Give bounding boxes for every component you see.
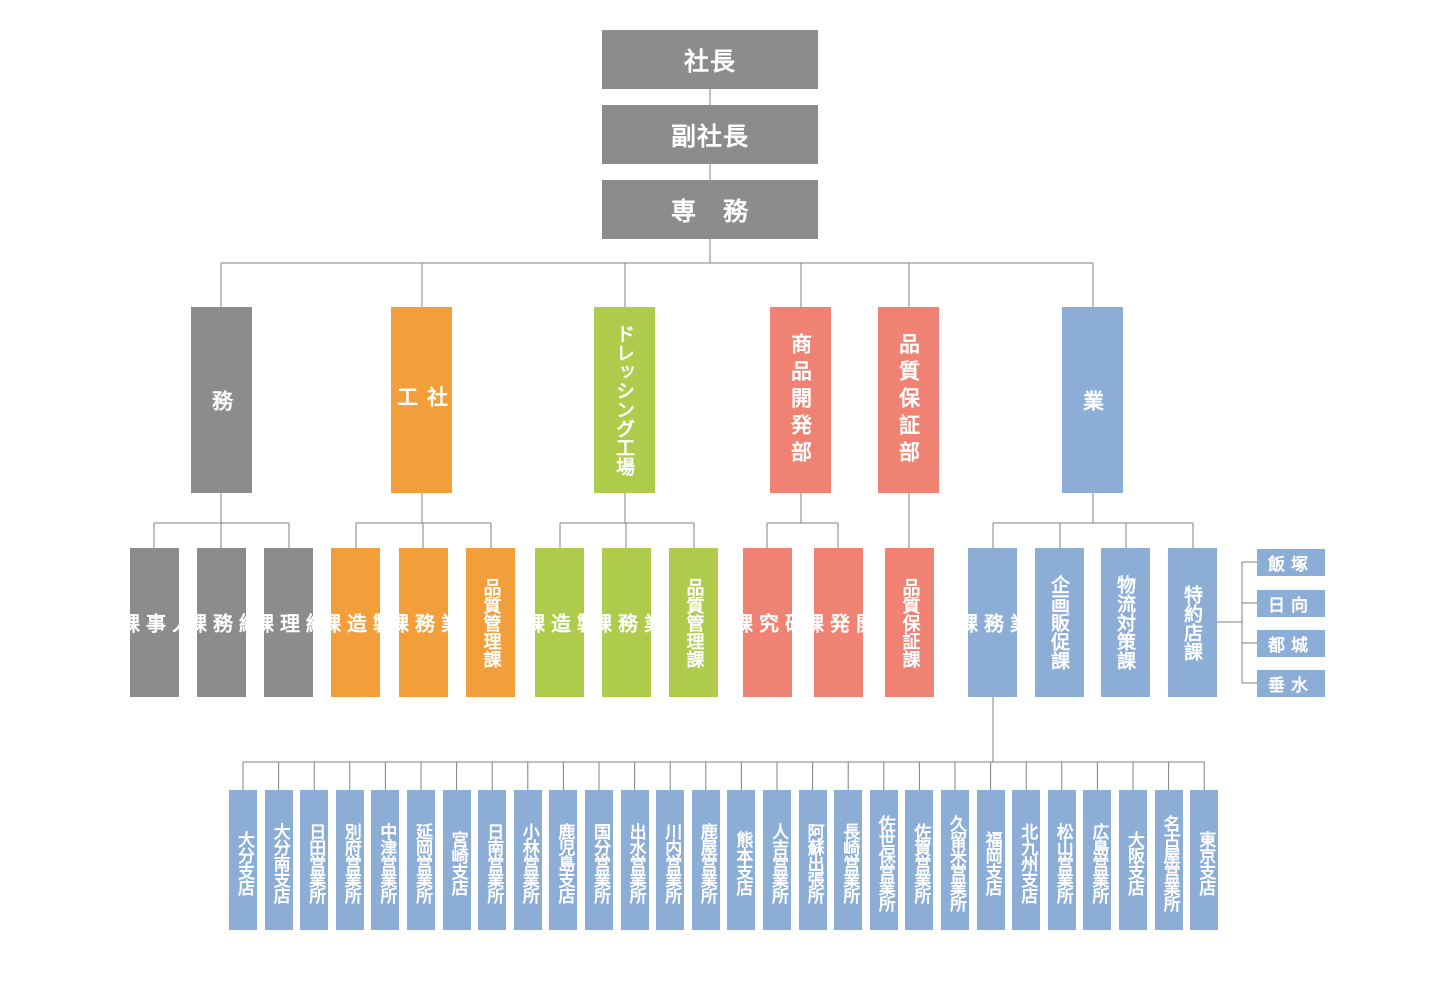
section-df-quality-control: 品質管理課 [669,548,718,697]
dealer-area-box: 日向 [1257,590,1325,617]
section-df-operations: 業 務 課 [589,548,665,697]
branch-box: 名古屋営業所 [1154,790,1183,930]
branch-box: 別府営業所 [335,790,364,930]
section-development: 開 発 課 [801,548,877,697]
dept-dressing-factory: ドレッシング工場 [594,307,655,493]
dealer-area-box: 垂水 [1257,670,1325,697]
branch-box: 大阪支店 [1119,790,1147,930]
section-accounting: 経 理 課 [251,548,327,697]
section-sales-planning: 企画販促課 [1035,548,1084,697]
section-research: 研 究 課 [730,548,806,697]
dealer-area-box: 都城 [1257,630,1325,657]
section-hf-quality-control: 品質管理課 [466,548,515,697]
section-hf-manufacturing: 製 造 課 [318,548,394,697]
dept-general-affairs: 総 務 部 [156,307,288,493]
section-df-manufacturing: 製 造 課 [522,548,598,697]
branch-box: 東京支店 [1190,790,1219,930]
branch-box: 小林営業所 [513,790,542,930]
branch-box: 大分南支店 [264,790,293,930]
branch-box: 熊本支店 [727,790,756,930]
president-box: 社長 [602,30,818,89]
section-quality-assurance: 品質保証課 [885,548,934,697]
dept-product-development: 商品開発部 [770,307,831,493]
branch-box: 鹿児島支店 [549,790,578,930]
branch-box: 宮崎支店 [442,790,471,930]
branch-box: 長崎営業所 [834,790,863,930]
branch-box: 鹿屋営業所 [691,790,720,930]
branch-box: 国分営業所 [585,790,613,930]
branch-box: 日南営業所 [478,790,507,930]
branch-box: 出水営業所 [620,790,649,930]
vice-president-box: 副社長 [602,105,818,164]
section-personnel: 人 事 課 [117,548,193,697]
branch-box: 佐賀営業所 [905,790,934,930]
section-general-affairs: 総 務 課 [184,548,260,697]
branch-box: 久留米営業所 [941,790,969,930]
dept-head-factory: 本 社 工 場 [365,307,479,493]
section-dealers: 特約店課 [1168,548,1217,697]
branch-box: 延岡営業所 [407,790,435,930]
branch-box: 佐世保営業所 [869,790,898,930]
branch-box: 北九州支店 [1012,790,1041,930]
branch-box: 広島営業所 [1083,790,1112,930]
section-hf-operations: 業 務 課 [386,548,462,697]
branch-box: 福岡支店 [976,790,1005,930]
branch-box: 川内営業所 [656,790,685,930]
branch-box: 日田営業所 [300,790,329,930]
branch-box: 松山営業所 [1047,790,1076,930]
branch-box: 阿蘇出張所 [798,790,827,930]
managing-director-box: 専 務 [602,180,818,239]
dealer-area-box: 飯塚 [1257,549,1325,576]
dept-sales: 営 業 部 [1027,307,1159,493]
branch-box: 中津営業所 [371,790,400,930]
section-sales-operations: 業 務 課 [955,548,1031,697]
branch-box: 人吉営業所 [763,790,791,930]
branch-box: 大分支店 [229,790,257,930]
section-logistics: 物流対策課 [1101,548,1150,697]
dept-quality-assurance: 品質保証部 [878,307,939,493]
